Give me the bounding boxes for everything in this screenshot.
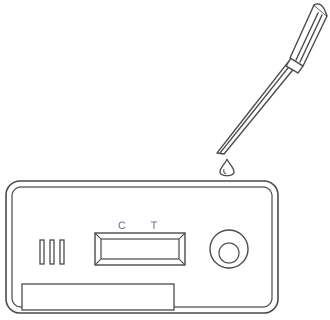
- dropper: [216, 3, 328, 155]
- sample-drop: [219, 158, 235, 177]
- grip-lines: [39, 239, 65, 265]
- test-line-label: T: [151, 220, 158, 232]
- grip-line: [59, 239, 65, 265]
- dropper-bulb: [289, 4, 328, 67]
- grip-line: [49, 239, 55, 265]
- control-line-label: C: [118, 220, 126, 232]
- test-cassette: C T: [5, 180, 279, 314]
- grip-line: [39, 239, 45, 265]
- sample-well: [209, 229, 249, 269]
- dropper-tube: [216, 60, 297, 155]
- result-window: [94, 232, 186, 266]
- cassette-label-area: [21, 283, 175, 311]
